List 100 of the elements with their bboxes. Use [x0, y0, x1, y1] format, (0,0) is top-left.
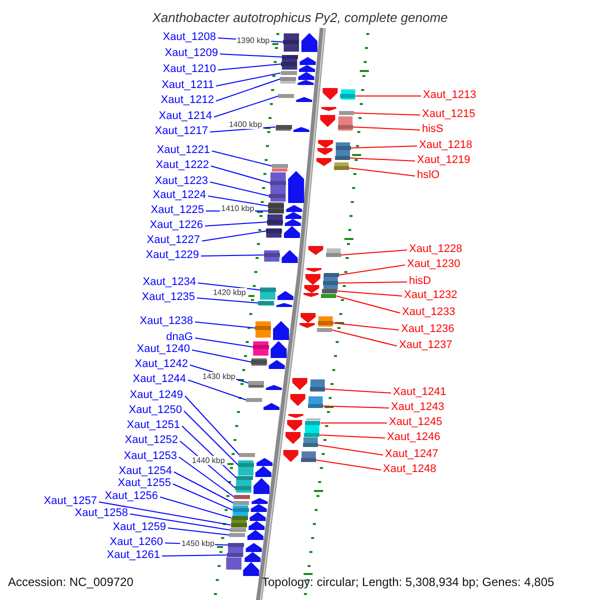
- gene-label: Xaut_1233: [402, 306, 456, 319]
- gene-block: [305, 421, 320, 425]
- leader-line: [196, 298, 259, 304]
- leader-line: [332, 330, 398, 346]
- gene-block: [321, 294, 336, 298]
- gene-block: [340, 94, 356, 98]
- gene-block: [266, 220, 283, 224]
- gene-label: Xaut_1256: [104, 490, 158, 503]
- gene-label: Xaut_1235: [142, 291, 195, 304]
- gene-label: Xaut_1258: [74, 507, 128, 520]
- gene-label: Xaut_1222: [156, 159, 209, 172]
- leader-line: [353, 112, 420, 116]
- gene-label: Xaut_1215: [422, 108, 476, 121]
- gene-block: [268, 209, 284, 213]
- gene-label: Xaut_1227: [146, 234, 200, 247]
- gene-block: [278, 94, 294, 98]
- leader-line: [349, 158, 416, 162]
- gene-block: [230, 523, 247, 527]
- gene-label: Xaut_1234: [142, 276, 196, 289]
- gene-label: Xaut_1240: [136, 343, 190, 356]
- gene-label: Xaut_1249: [130, 389, 183, 402]
- leader-line: [98, 502, 232, 526]
- gene-label: Xaut_1261: [106, 549, 160, 562]
- gene-block: [324, 273, 339, 277]
- gene-block: [310, 387, 325, 391]
- leader-line: [198, 282, 261, 290]
- gene-block: [229, 533, 246, 537]
- gene-label: Xaut_1221: [156, 144, 210, 157]
- map-title: Xanthobacter autotrophicus Py2, complete genome: [151, 10, 449, 25]
- gene-label: Xaut_1214: [158, 110, 212, 123]
- leader-line: [162, 554, 228, 556]
- gene-label: Xaut_1230: [407, 258, 460, 271]
- leader-line: [204, 222, 268, 226]
- leader-line: [318, 434, 386, 438]
- gene-block: [302, 443, 318, 447]
- leader-line: [184, 396, 240, 456]
- gene-block: [338, 111, 354, 115]
- gene-block: [264, 253, 280, 257]
- leader-line: [214, 96, 279, 118]
- gene-label: Xaut_1248: [383, 463, 436, 476]
- gene-label: hisD: [409, 275, 432, 288]
- gene-block: [334, 156, 350, 160]
- leader-line: [200, 254, 264, 256]
- gene-block: [235, 486, 252, 490]
- gene-label: Xaut_1257: [44, 495, 97, 508]
- gene-block: [280, 77, 296, 81]
- leader-line: [160, 496, 232, 518]
- gene-label: Xaut_1217: [154, 125, 208, 138]
- leader-line: [208, 196, 269, 206]
- gene-label: Xaut_1238: [140, 315, 193, 328]
- leader-line: [350, 146, 418, 148]
- gene-label: Xaut_1211: [162, 79, 214, 92]
- leader-line: [320, 422, 388, 424]
- gene-label: Xaut_1236: [401, 323, 454, 336]
- gene-block: [260, 288, 276, 292]
- scale-label: 1410 kbp: [220, 204, 256, 213]
- gene-label: Xaut_1254: [118, 465, 172, 478]
- leader-line: [202, 230, 267, 242]
- gene-label: Xaut_1224: [152, 189, 206, 202]
- gene-block: [317, 328, 332, 332]
- leader-line: [220, 54, 283, 58]
- gene-label: Xaut_1243: [391, 401, 444, 414]
- gene-block: [266, 229, 282, 233]
- gene-block: [233, 501, 250, 505]
- leader-line: [340, 250, 408, 256]
- gene-block: [334, 166, 349, 170]
- gene-label: Xaut_1232: [404, 289, 458, 302]
- gene-label: Xaut_1226: [150, 219, 203, 232]
- gene-block: [326, 253, 341, 257]
- gene-block: [255, 326, 272, 330]
- gene-label: Xaut_1245: [389, 416, 442, 429]
- gene-block: [232, 516, 248, 520]
- gene-block: [236, 476, 253, 480]
- leader-line: [212, 150, 273, 166]
- gene-block: [282, 55, 298, 59]
- scale-label: 1450 kbp: [180, 539, 216, 548]
- gene-label: Xaut_1209: [164, 47, 218, 60]
- leader-line: [130, 514, 231, 530]
- gene-label: Xaut_1252: [124, 434, 178, 447]
- leader-line: [322, 406, 390, 408]
- leader-line: [216, 78, 281, 102]
- leader-line: [178, 456, 235, 498]
- gene-label: Xaut_1253: [124, 450, 177, 463]
- gene-block: [228, 543, 244, 547]
- leader-line: [188, 380, 247, 400]
- leader-line: [210, 182, 270, 196]
- gene-block: [318, 321, 333, 325]
- accession-text: Accession: NC_009720: [8, 575, 134, 589]
- leader-line: [317, 444, 384, 456]
- gene-block: [269, 194, 286, 198]
- gene-label: Xaut_1251: [126, 419, 180, 432]
- gene-block: [280, 71, 297, 75]
- gene-label: Xaut_1242: [134, 358, 188, 371]
- gene-block: [246, 398, 262, 402]
- gene-block: [268, 204, 284, 208]
- gene-label: Xaut_1223: [154, 175, 208, 188]
- leader-line: [336, 290, 402, 296]
- leader-line: [172, 484, 234, 510]
- gene-label: Xaut_1218: [419, 139, 472, 152]
- gene-block: [283, 40, 300, 44]
